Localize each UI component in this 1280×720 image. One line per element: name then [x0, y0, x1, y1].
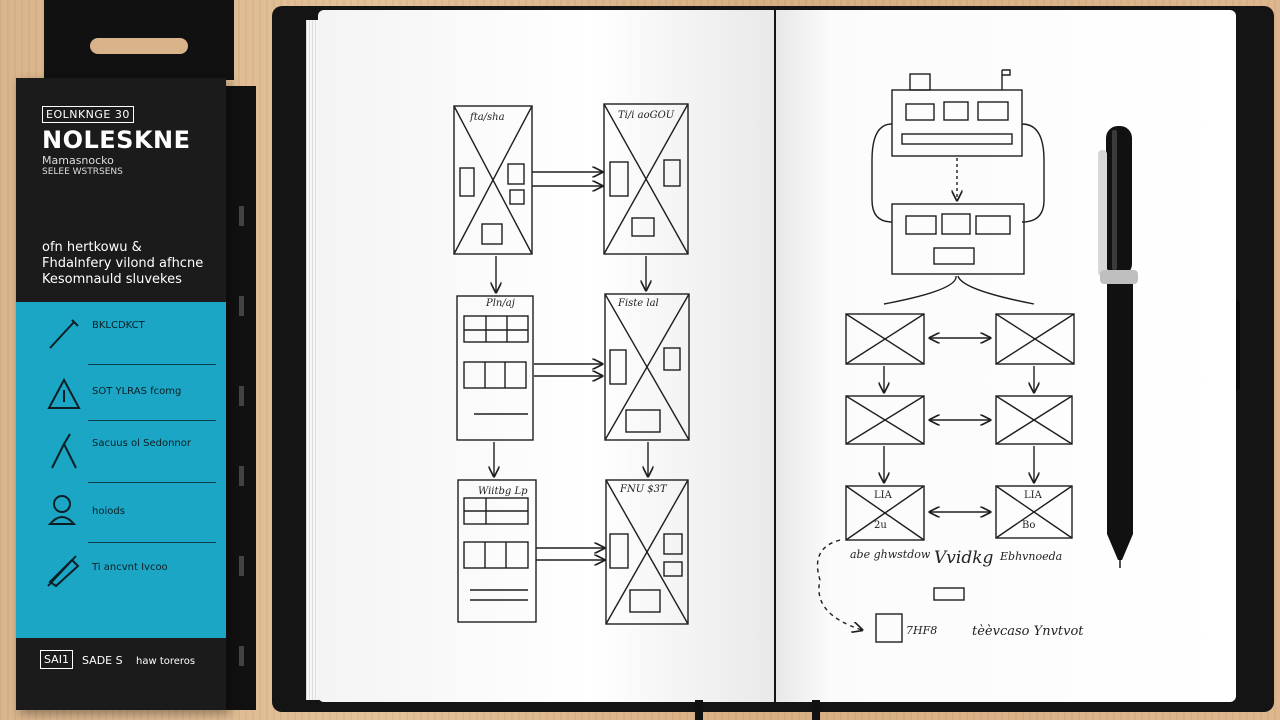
- grid-box: [995, 485, 1073, 539]
- box-description-line: ofn hertkowu &: [42, 240, 142, 255]
- box-footer-text: SADE S: [82, 654, 123, 667]
- box-subtitle: Mamasnocko: [42, 154, 114, 167]
- pen: [1098, 126, 1138, 568]
- feature-label: Sacuus ol Sedonnor: [92, 438, 191, 449]
- feature-label: SOT YLRAS fcomg: [92, 386, 182, 397]
- grid-box: [995, 395, 1073, 445]
- box-description: ofn hertkowu & Fhdalnfery vilond afhcne …: [42, 240, 222, 288]
- frame-label: Pln/aj: [486, 298, 515, 309]
- compass-icon: [51, 433, 77, 469]
- box-hang-tab: [44, 0, 234, 80]
- wireframe-frame: [604, 293, 690, 441]
- box-footer-code: SAI1: [40, 650, 73, 669]
- grid-box: [845, 485, 925, 541]
- frame-label: Ti/i aoGOU: [618, 110, 675, 121]
- wireframe-frame: [603, 103, 689, 255]
- wireframe-frame: [456, 295, 534, 441]
- frame-label: fta/sha: [470, 112, 505, 123]
- hang-slot: [90, 38, 188, 54]
- device-sketch: [871, 69, 1045, 275]
- annotation: tèèvcaso Ynvtvot: [972, 624, 1084, 639]
- grid-label: Bo: [1022, 520, 1036, 531]
- box-description-line: Kesomnauld sluvekes: [42, 272, 182, 287]
- person-icon: [47, 495, 77, 525]
- triangle-icon: [47, 377, 81, 409]
- bookmark-ribbon-2: [812, 700, 820, 720]
- wireframe-frame: [605, 479, 689, 625]
- grid-box: [845, 313, 925, 365]
- wireframe-frame: [457, 479, 537, 623]
- annotation: Ebhvnoeda: [1000, 550, 1063, 563]
- frame-label: Fiste lal: [618, 298, 659, 309]
- bookmark-ribbon: [695, 700, 703, 720]
- box-subtitle-2: SELEE WSTRSENS: [42, 167, 123, 177]
- right-page: [776, 10, 1236, 702]
- grid-box: [845, 395, 925, 445]
- grid-label: 2u: [874, 520, 887, 531]
- page-edges: [306, 20, 320, 700]
- grid-label: LIA: [1024, 490, 1042, 501]
- feature-label: Ti ancvnt Ivcoo: [92, 562, 168, 573]
- grid-label: LIA: [874, 490, 892, 501]
- box-feature-panel: BKLCDKCT SOT YLRAS fcomg Sacuus ol Sedon…: [16, 302, 226, 638]
- frame-label: FNU $3T: [620, 484, 667, 495]
- feature-label: BKLCDKCT: [92, 320, 145, 331]
- pen-icon: [49, 319, 79, 349]
- grid-box: [995, 313, 1075, 365]
- pencil-icon: [47, 555, 80, 588]
- annotation: 7HF8: [906, 624, 938, 637]
- frame-label: Wiitbg Lp: [478, 486, 528, 497]
- product-box: EOLNKNGE 30 NOLESKNE Mamasnocko SELEE WS…: [16, 78, 226, 710]
- annotation: Vvidkg: [934, 548, 994, 568]
- feature-label: hoiods: [92, 506, 125, 517]
- annotation: abe ghwstdow: [850, 548, 931, 561]
- wireframe-frame: [453, 105, 533, 255]
- box-label-small: EOLNKNGE 30: [42, 106, 134, 123]
- box-side-panel: [226, 86, 256, 710]
- box-footer-text-2: haw toreros: [136, 656, 196, 667]
- box-description-line: Fhdalnfery vilond afhcne: [42, 256, 204, 271]
- box-brand: NOLESKNE: [42, 126, 191, 154]
- left-page: [318, 10, 774, 702]
